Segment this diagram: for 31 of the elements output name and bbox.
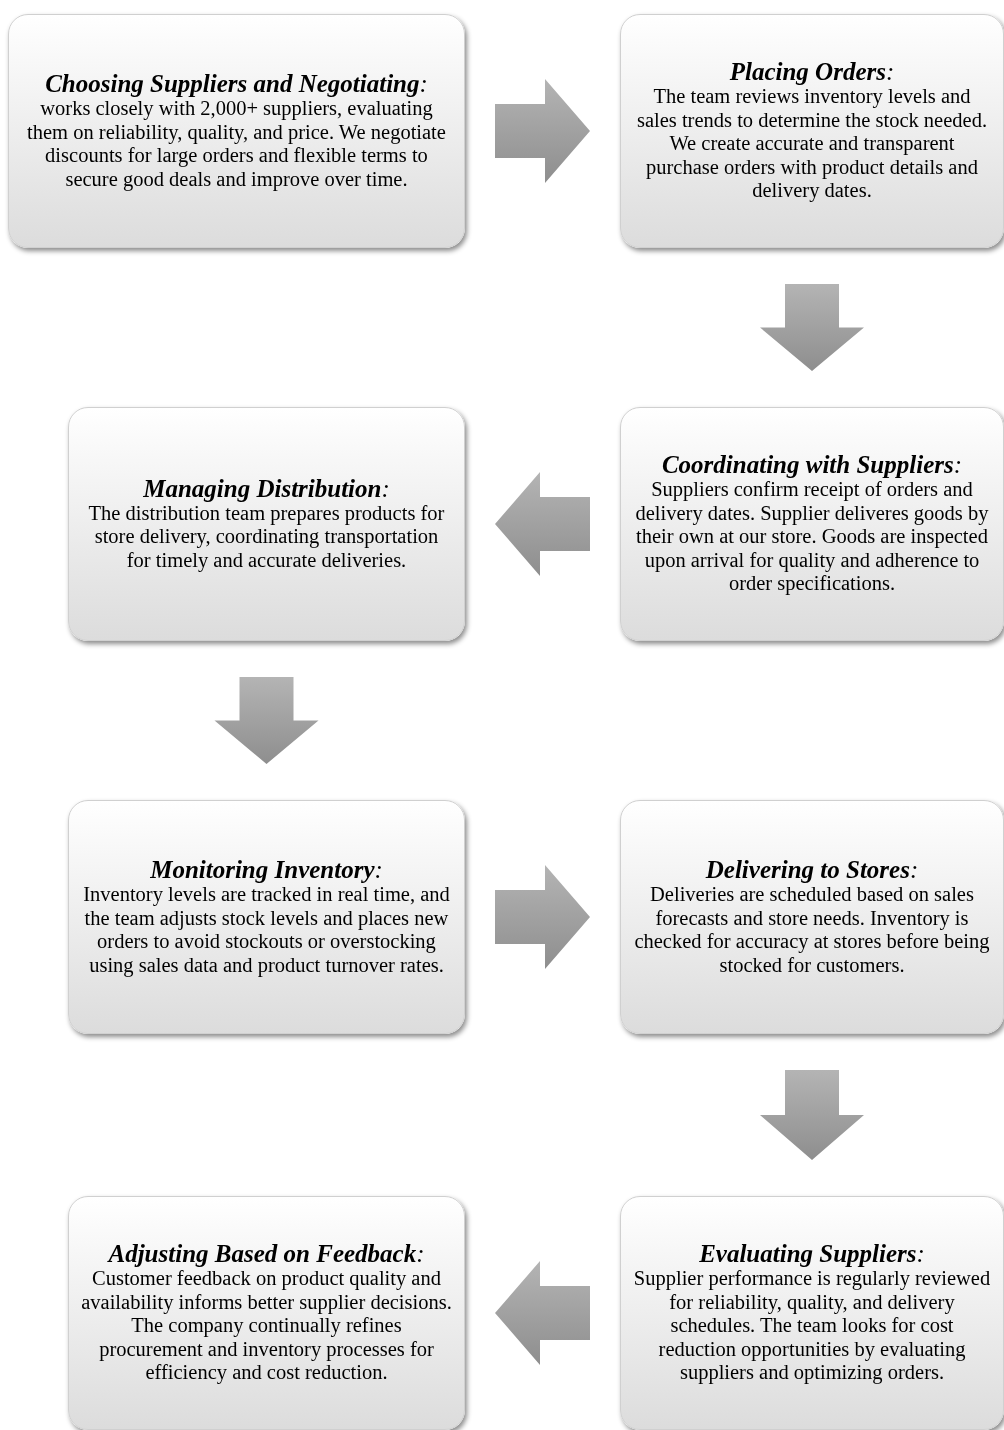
step-heading: Adjusting Based on Feedback: <box>108 1240 425 1268</box>
step-heading: Placing Orders: <box>729 58 895 86</box>
step-heading: Evaluating Suppliers: <box>699 1240 925 1268</box>
step-heading: Managing Distribution: <box>143 475 390 502</box>
step-description: Supplier performance is regularly reviewed for reliability, quality, and delivery schedules. The team looks for cost reduction opportunities by evaluating suppliers and optimizing orders. <box>633 1267 991 1386</box>
step-description: Suppliers confirm receipt of orders and delivery dates. Supplier deliveres goods by their own at our store. Goods are inspected upon arrival for quality and adherence to order specifications. <box>634 478 990 597</box>
step-description: Customer feedback on product quality and availability informs better supplier decisions. The company continually refines procurement and inventory processes for efficiency and cost reduction. <box>81 1267 452 1386</box>
step-heading: Monitoring Inventory: <box>150 856 383 883</box>
step-heading: Delivering to Stores: <box>705 856 919 883</box>
step-heading: Choosing Suppliers and Negotiating: <box>45 70 428 97</box>
step-description: Deliveries are scheduled based on sales forecasts and store needs. Inventory is checked for accuracy at stores before being stocked for customers. <box>633 883 991 978</box>
block-arrow <box>214 677 319 764</box>
block-arrow <box>495 79 590 183</box>
block-arrow <box>760 284 864 371</box>
process-box <box>68 800 465 1034</box>
block-arrow <box>495 1261 590 1365</box>
process-box <box>620 800 1004 1034</box>
process-box <box>620 407 1004 641</box>
step-description: The team reviews inventory levels and sales trends to determine the stock needed. We create accurate and transparent purchase orders with product details and delivery dates. <box>635 85 989 204</box>
process-box <box>68 407 465 641</box>
process-box <box>620 14 1004 248</box>
block-arrow <box>495 472 590 576</box>
step-description: works closely with 2,000+ suppliers, evaluating them on reliability, quality, and price. We negotiate discounts for large orders and flexible terms to secure good deals and improve over time. <box>26 97 447 192</box>
process-box <box>8 14 465 248</box>
block-arrow <box>760 1070 864 1160</box>
step-description: Inventory levels are tracked in real time, and the team adjusts stock levels and places new orders to avoid stockouts or overstocking using sales data and product turnover rates. <box>82 883 451 978</box>
step-heading: Coordinating with Suppliers: <box>661 451 963 479</box>
step-description: The distribution team prepares products for store delivery, coordinating transportation for timely and accurate deliveries. <box>87 501 446 573</box>
block-arrow <box>495 865 590 969</box>
process-box <box>68 1196 465 1430</box>
process-box <box>620 1196 1004 1430</box>
